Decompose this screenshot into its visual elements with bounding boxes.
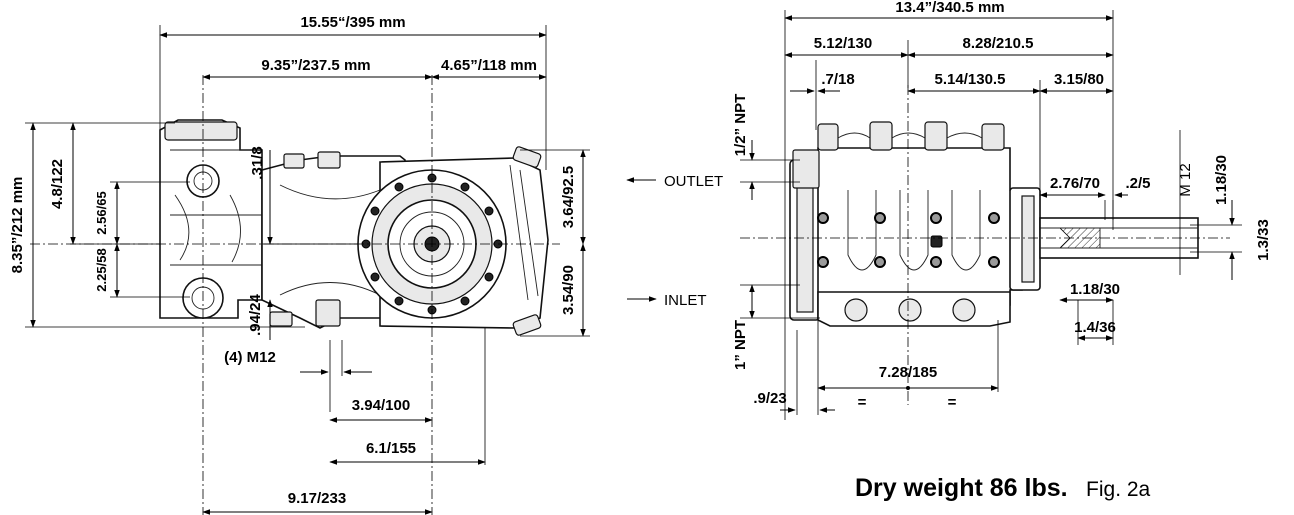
front-pump-body <box>159 119 549 336</box>
front-view: 15.55“/395 mm 9.35”/237.5 mm 4.65”/118 m… <box>9 14 723 515</box>
dim-overall-length: 13.4”/340.5 mm <box>895 0 1004 16</box>
caption: Dry weight 86 lbs. Fig. 2a <box>855 474 1150 503</box>
dim-inlet-height: 3.54/90 <box>560 265 577 315</box>
dim-small-offset: .31/8 <box>249 146 266 179</box>
dim-flange: .7/18 <box>821 71 854 88</box>
dim-head-width: 4.65”/118 mm <box>441 57 537 74</box>
side-pump-body <box>789 121 1199 327</box>
outlet-label: OUTLET <box>664 173 723 190</box>
dim-key-length: 1.4/36 <box>1074 319 1116 336</box>
dim-outlet-port: 1/2” NPT <box>732 94 749 157</box>
dim-lower-bore: 2.25/58 <box>94 248 109 291</box>
dim-shaft-dia-a: 1.18/30 <box>1213 155 1230 205</box>
dim-foot-offset: .9/23 <box>753 390 786 407</box>
dim-mid-length: 5.14/130.5 <box>935 71 1006 88</box>
dim-overall-height: 8.35”/212 mm <box>9 177 26 274</box>
equal-mark-right: = <box>948 394 957 411</box>
dim-inlet-port: 1” NPT <box>732 320 749 370</box>
dim-foot-spacing-b: 6.1/155 <box>366 440 416 457</box>
dim-mount-thread: (4) M12 <box>224 349 276 366</box>
side-view: 13.4”/340.5 mm 5.12/130 8.28/210.5 .7/18… <box>732 0 1272 420</box>
dim-rear-length: 5.12/130 <box>814 35 872 52</box>
figure-label: Fig. 2a <box>1086 478 1151 501</box>
inlet-label: INLET <box>664 292 707 309</box>
dim-crank-width: 9.35”/237.5 mm <box>261 57 370 74</box>
dim-upper-height: 4.8/122 <box>49 159 66 209</box>
dim-thread: M 12 <box>1177 163 1194 196</box>
dim-overall-width: 15.55“/395 mm <box>300 14 405 31</box>
dim-key-width: 1.18/30 <box>1070 281 1120 298</box>
dim-shaft-dia-b: 1.3/33 <box>1255 219 1272 261</box>
dry-weight-text: Dry weight 86 lbs. <box>855 474 1068 502</box>
dim-shaft-length: 3.15/80 <box>1054 71 1104 88</box>
dim-key-offset: .2/5 <box>1125 175 1150 192</box>
dim-shaft-key: 2.76/70 <box>1050 175 1100 192</box>
dim-outlet-height: 3.64/92.5 <box>560 166 577 229</box>
dim-foot-spacing-a: 3.94/100 <box>352 397 410 414</box>
equal-mark-left: = <box>858 394 867 411</box>
side-head-bolts <box>817 212 1000 268</box>
dim-upper-bore: 2.56/65 <box>94 191 109 234</box>
dim-foot-height: .94/24 <box>247 293 264 335</box>
dim-front-length: 8.28/210.5 <box>963 35 1034 52</box>
dim-foot-spacing-c: 9.17/233 <box>288 490 346 507</box>
dim-foot-span: 7.28/185 <box>879 364 937 381</box>
